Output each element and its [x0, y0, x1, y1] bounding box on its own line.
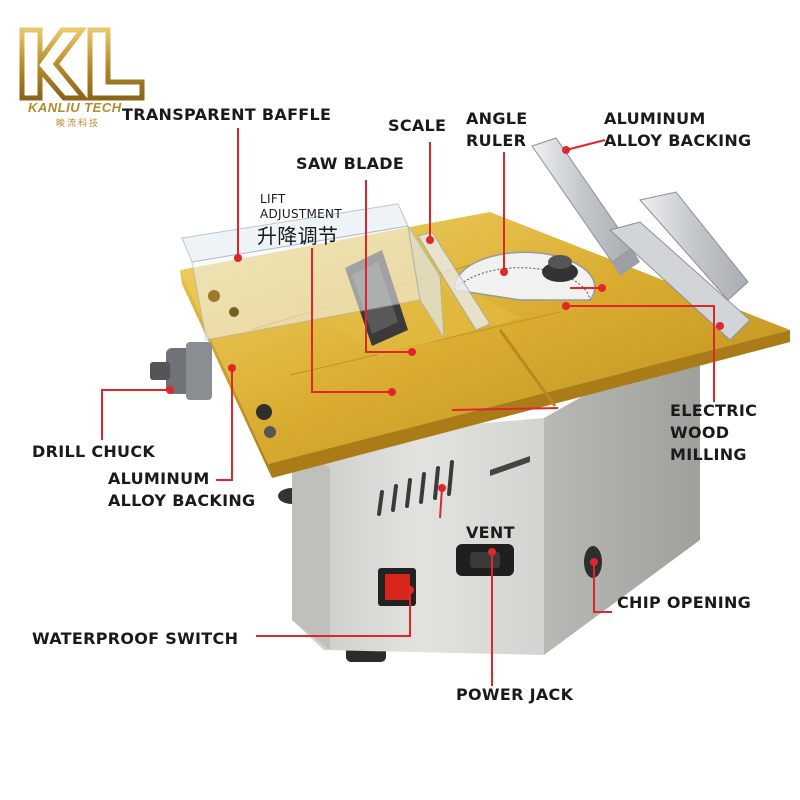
- callout-lift-adjustment: [311, 248, 392, 393]
- label-aluminum-backing-top-line1: ALUMINUM: [604, 109, 706, 128]
- label-angle-ruler-line1: ANGLE: [466, 109, 528, 128]
- callout-vent: [439, 487, 443, 519]
- label-lift-adjustment-cn: 升降调节: [257, 224, 339, 248]
- label-vent: VENT: [466, 523, 515, 542]
- power-jack: [456, 544, 514, 576]
- callout-waterproof-switch: [256, 590, 411, 637]
- label-scale: SCALE: [388, 116, 447, 135]
- label-chip-opening: CHIP OPENING: [617, 593, 752, 612]
- callout-aluminum-left: [216, 368, 233, 481]
- drill-chuck: [150, 342, 212, 400]
- adjustment-knob: [256, 404, 276, 438]
- label-lift-adjustment-line1: LIFT: [260, 192, 286, 206]
- label-transparent-baffle: TRANSPARENT BAFFLE: [122, 105, 332, 124]
- callout-lines: [101, 128, 715, 686]
- label-aluminum-backing-left-line2: ALLOY BACKING: [108, 491, 256, 510]
- callout-dots: [166, 146, 724, 594]
- brand-name-cn: 畯流科技: [56, 119, 101, 129]
- label-saw-blade: SAW BLADE: [296, 154, 405, 173]
- label-aluminum-backing-top-line2: ALLOY BACKING: [604, 131, 752, 150]
- callout-saw-blade: [365, 180, 412, 353]
- scale-fence: [417, 231, 491, 331]
- label-electric-wood-milling-line3: MILLING: [670, 445, 747, 464]
- callout-slot: [451, 407, 559, 411]
- milling-cutter: [542, 255, 578, 282]
- label-power-jack: POWER JACK: [456, 685, 574, 704]
- label-angle-ruler-line2: RULER: [466, 131, 527, 150]
- label-drill-chuck: DRILL CHUCK: [32, 442, 156, 461]
- label-electric-wood-milling-line2: WOOD: [670, 423, 730, 442]
- label-aluminum-backing-left-line1: ALUMINUM: [108, 469, 210, 488]
- label-lift-adjustment-line2: ADJUSTMENT: [260, 207, 342, 221]
- callout-aluminum-top: [565, 139, 606, 151]
- machine-body: [292, 330, 700, 655]
- label-electric-wood-milling-line1: ELECTRIC: [670, 401, 758, 420]
- callout-chip-opening: [593, 562, 612, 613]
- brand-logo: [19, 27, 145, 101]
- waterproof-switch: [378, 568, 416, 606]
- brand-name: KANLIU TECH: [28, 100, 122, 115]
- callout-electric-wood-milling: [566, 305, 715, 402]
- label-waterproof-switch: WATERPROOF SWITCH: [32, 629, 239, 648]
- callout-drill-chuck: [101, 389, 170, 440]
